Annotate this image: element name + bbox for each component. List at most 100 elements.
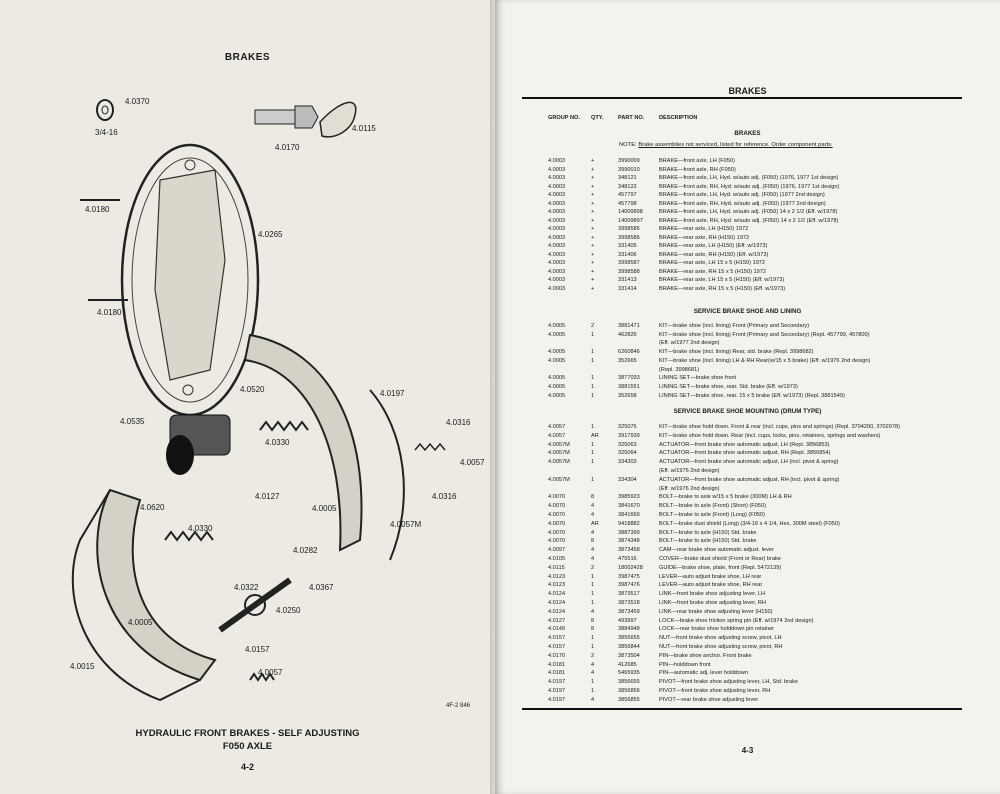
qty: 8 [591, 626, 595, 633]
description: BOLT—brake to axle (Front) (Long) (F050) [659, 512, 765, 518]
group-no: 4.0181 [548, 670, 566, 677]
description: BOLT—brake to axle (H150) Std. brake [659, 529, 757, 536]
part-no: 457798 [618, 200, 637, 207]
description: KIT—brake shoe (incl. lining) Rear, std.… [659, 349, 814, 356]
callout: 4.0057 [460, 458, 485, 467]
group-no: 4.0003 [548, 166, 566, 173]
qty: 4 [591, 547, 595, 554]
group-no: 4.0003 [548, 217, 566, 224]
return-spring [259, 420, 309, 432]
description: LEVER—auto adjust brake shoe, LH rear [659, 573, 762, 580]
description: BRAKE—front axle, RH, Hyd. w/auto adj. (… [659, 200, 826, 207]
part-no: 331405 [618, 243, 637, 249]
guide-plate [319, 101, 357, 138]
note: NOTE: Brake assemblies not serviced, lis… [619, 142, 833, 148]
description: LINK—front brake shoe adjusting lever, L… [659, 591, 766, 598]
group-no: 4.0070 [548, 503, 566, 510]
callout: 4.0127 [255, 492, 280, 501]
section-heading: SERVICE BRAKE SHOE MOUNTING (DRUM TYPE) [673, 408, 822, 415]
figure-caption: HYDRAULIC FRONT BRAKES - SELF ADJUSTING [135, 728, 360, 739]
group-no: 4.0005 [548, 323, 566, 329]
description: BRAKE—rear axle, RH (H150) 1972 [659, 234, 750, 241]
part-no: 3873517 [618, 591, 640, 598]
part-no: 331413 [618, 277, 637, 283]
qty: + [591, 251, 595, 258]
part-no: 3841669 [618, 512, 640, 518]
callout: 4.0520 [240, 385, 265, 394]
description: NUT—front brake shoe adjusting screw, pi… [659, 644, 783, 650]
part-no: 3987476 [618, 582, 640, 589]
description: ACTUATOR—front brake shoe automatic adju… [659, 450, 831, 457]
group-no: 4.0003 [548, 175, 566, 181]
qty: 1 [591, 582, 595, 589]
part-no: 3874348 [618, 538, 640, 545]
qty: 1 [591, 349, 595, 356]
part-no: 3881551 [618, 383, 640, 390]
part-no: 3887399 [618, 529, 640, 536]
qty: + [591, 268, 595, 275]
description: NUT—front brake shoe adjusting screw, pi… [659, 635, 782, 642]
group-no: 4.0003 [548, 183, 566, 190]
group-no: 4.0057 [548, 424, 566, 430]
description: (Repl. 3998681) [659, 366, 700, 373]
qty: 1 [591, 424, 595, 430]
group-no: 4.0003 [548, 285, 566, 292]
part-no: 3998588 [618, 268, 640, 275]
callout: 4.0170 [275, 143, 300, 152]
description: BRAKE—front axle, LH, Hyd. w/auto adj. (… [659, 175, 839, 181]
group-no: 4.0003 [548, 251, 566, 258]
description: BRAKE—front axle, RH, Hyd. w/auto adj. (… [659, 183, 840, 190]
description: PIVOT—front brake shoe adjusting lever, … [659, 679, 798, 686]
qty: 1 [591, 450, 595, 457]
part-no: 3856855 [618, 696, 640, 703]
callout: 4.0316 [446, 418, 471, 427]
part-no: 3856655 [618, 635, 640, 642]
group-no: 4.0005 [548, 349, 566, 356]
group-no: 4.0003 [548, 243, 566, 249]
group-no: 4.0057M [548, 459, 570, 466]
description: PIVOT—front brake shoe adjusting lever, … [659, 688, 771, 694]
description: PIN—automatic adj. lever holddown [659, 670, 748, 677]
part-no: 3856655 [618, 679, 640, 686]
qty: + [591, 277, 595, 283]
part-no: 3841670 [618, 503, 640, 510]
group-no: 4.0197 [548, 688, 566, 694]
description: ACTUATOR—front brake shoe automatic adju… [659, 459, 839, 466]
group-no: 4.0170 [548, 652, 566, 659]
callout: 4.0057 [258, 668, 283, 677]
qty: 4 [591, 529, 595, 536]
washer [96, 99, 114, 121]
group-no: 4.0124 [548, 608, 566, 615]
description: KIT—brake shoe (incl. lining) Front (Pri… [659, 323, 810, 329]
qty: 2 [591, 564, 595, 571]
callout: 4.0282 [293, 546, 318, 555]
qty: + [591, 192, 595, 198]
description: KIT—brake shoe hold down. Rear (incl. cu… [659, 432, 881, 439]
group-no: 4.0003 [548, 234, 566, 241]
description: KIT—brake shoe (incl. lining) LH & RH Re… [659, 357, 871, 364]
qty: 1 [591, 688, 595, 694]
group-no: 4.0070 [548, 520, 566, 527]
part-no: 325063 [618, 441, 637, 448]
qty: 1 [591, 635, 595, 642]
page-number: 4-3 [741, 746, 754, 755]
description: LOCK—brake shoe friction spring pin (Eff… [659, 617, 814, 624]
callout: 4.0057M [390, 520, 422, 529]
group-no: 4.0005 [548, 357, 566, 364]
part-no: 18002428 [618, 564, 643, 571]
qty: + [591, 243, 595, 249]
figure-subcaption: F050 AXLE [222, 741, 273, 752]
qty: + [591, 234, 595, 241]
col-group: GROUP NO. [548, 115, 580, 121]
qty: 1 [591, 375, 595, 382]
group-no: 4.0003 [548, 209, 566, 215]
figure-ref-code: 4F-2 846 [446, 703, 471, 709]
callout: 4.0180 [85, 205, 110, 214]
group-no: 4.0070 [548, 494, 566, 501]
description: BOLT—brake to axle (H150) Std. brake [659, 538, 757, 545]
section-heading: SERVICE BRAKE SHOE AND LINING [693, 308, 802, 315]
part-no: 352665 [618, 357, 637, 364]
part-no: 3998585 [618, 226, 640, 232]
description: BRAKE—rear axle, LH (H150) 1972 [659, 226, 749, 232]
description: PIVOT—rear brake shoe adjusting lever [659, 696, 759, 703]
